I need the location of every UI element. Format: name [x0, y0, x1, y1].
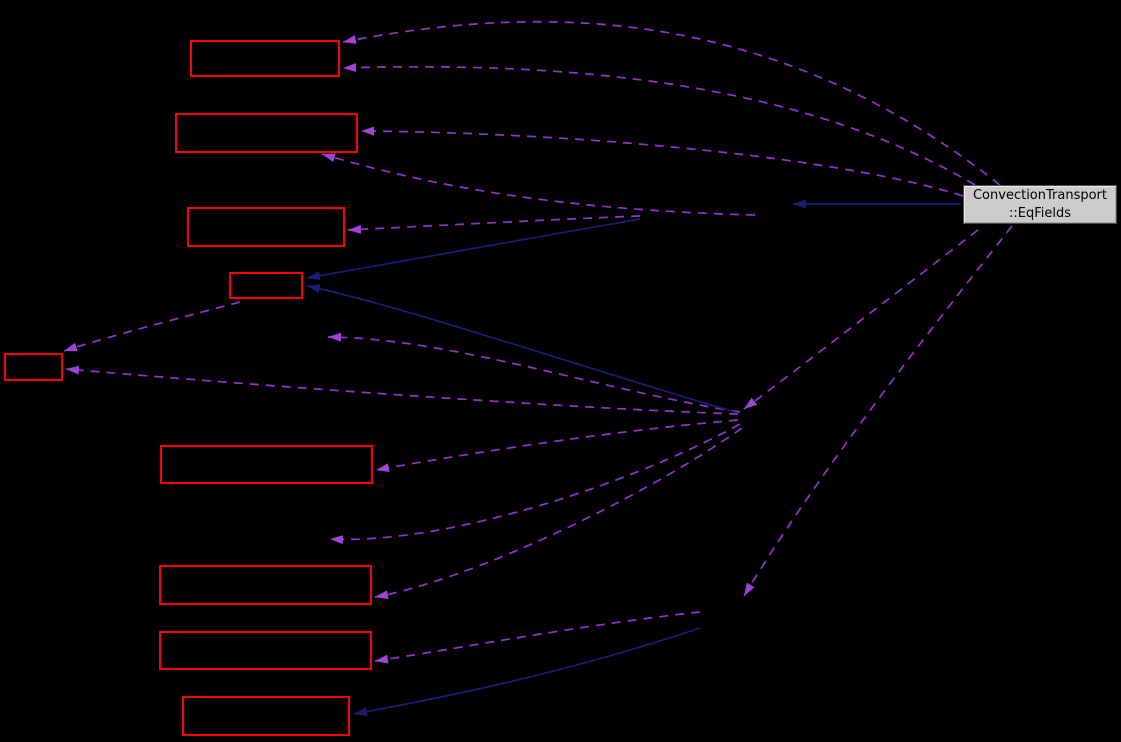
- class-node[interactable]: [229, 272, 303, 299]
- class-node[interactable]: [190, 40, 340, 77]
- usage-edge: [65, 365, 739, 415]
- usage-edge: [342, 63, 976, 186]
- inheritance-edge: [306, 218, 641, 281]
- class-node[interactable]: [182, 696, 350, 736]
- usage-edge: [374, 611, 701, 664]
- class-node[interactable]: [159, 631, 372, 670]
- usage-edge: [374, 427, 743, 600]
- focal-class-name: ConvectionTransport: [972, 187, 1107, 203]
- focal-class-scope: ::EqFields: [1008, 205, 1071, 221]
- usage-edge: [743, 225, 1013, 597]
- class-node[interactable]: [175, 113, 358, 153]
- class-node[interactable]: [160, 445, 373, 484]
- class-node[interactable]: [4, 353, 63, 381]
- usage-edge: [327, 332, 741, 413]
- inheritance-edge: [353, 627, 701, 717]
- usage-edge: [321, 153, 756, 216]
- focal-class-node[interactable]: ConvectionTransport ::EqFields: [963, 185, 1117, 224]
- usage-edge: [329, 423, 741, 545]
- class-node[interactable]: [187, 207, 345, 247]
- usage-edge: [347, 215, 641, 234]
- usage-edge: [743, 229, 979, 410]
- usage-edge: [63, 301, 241, 352]
- usage-edge: [375, 419, 739, 473]
- usage-edge: [360, 126, 964, 197]
- usage-edge: [342, 20, 1001, 186]
- class-node[interactable]: [159, 565, 372, 605]
- inheritance-edge: [306, 284, 736, 413]
